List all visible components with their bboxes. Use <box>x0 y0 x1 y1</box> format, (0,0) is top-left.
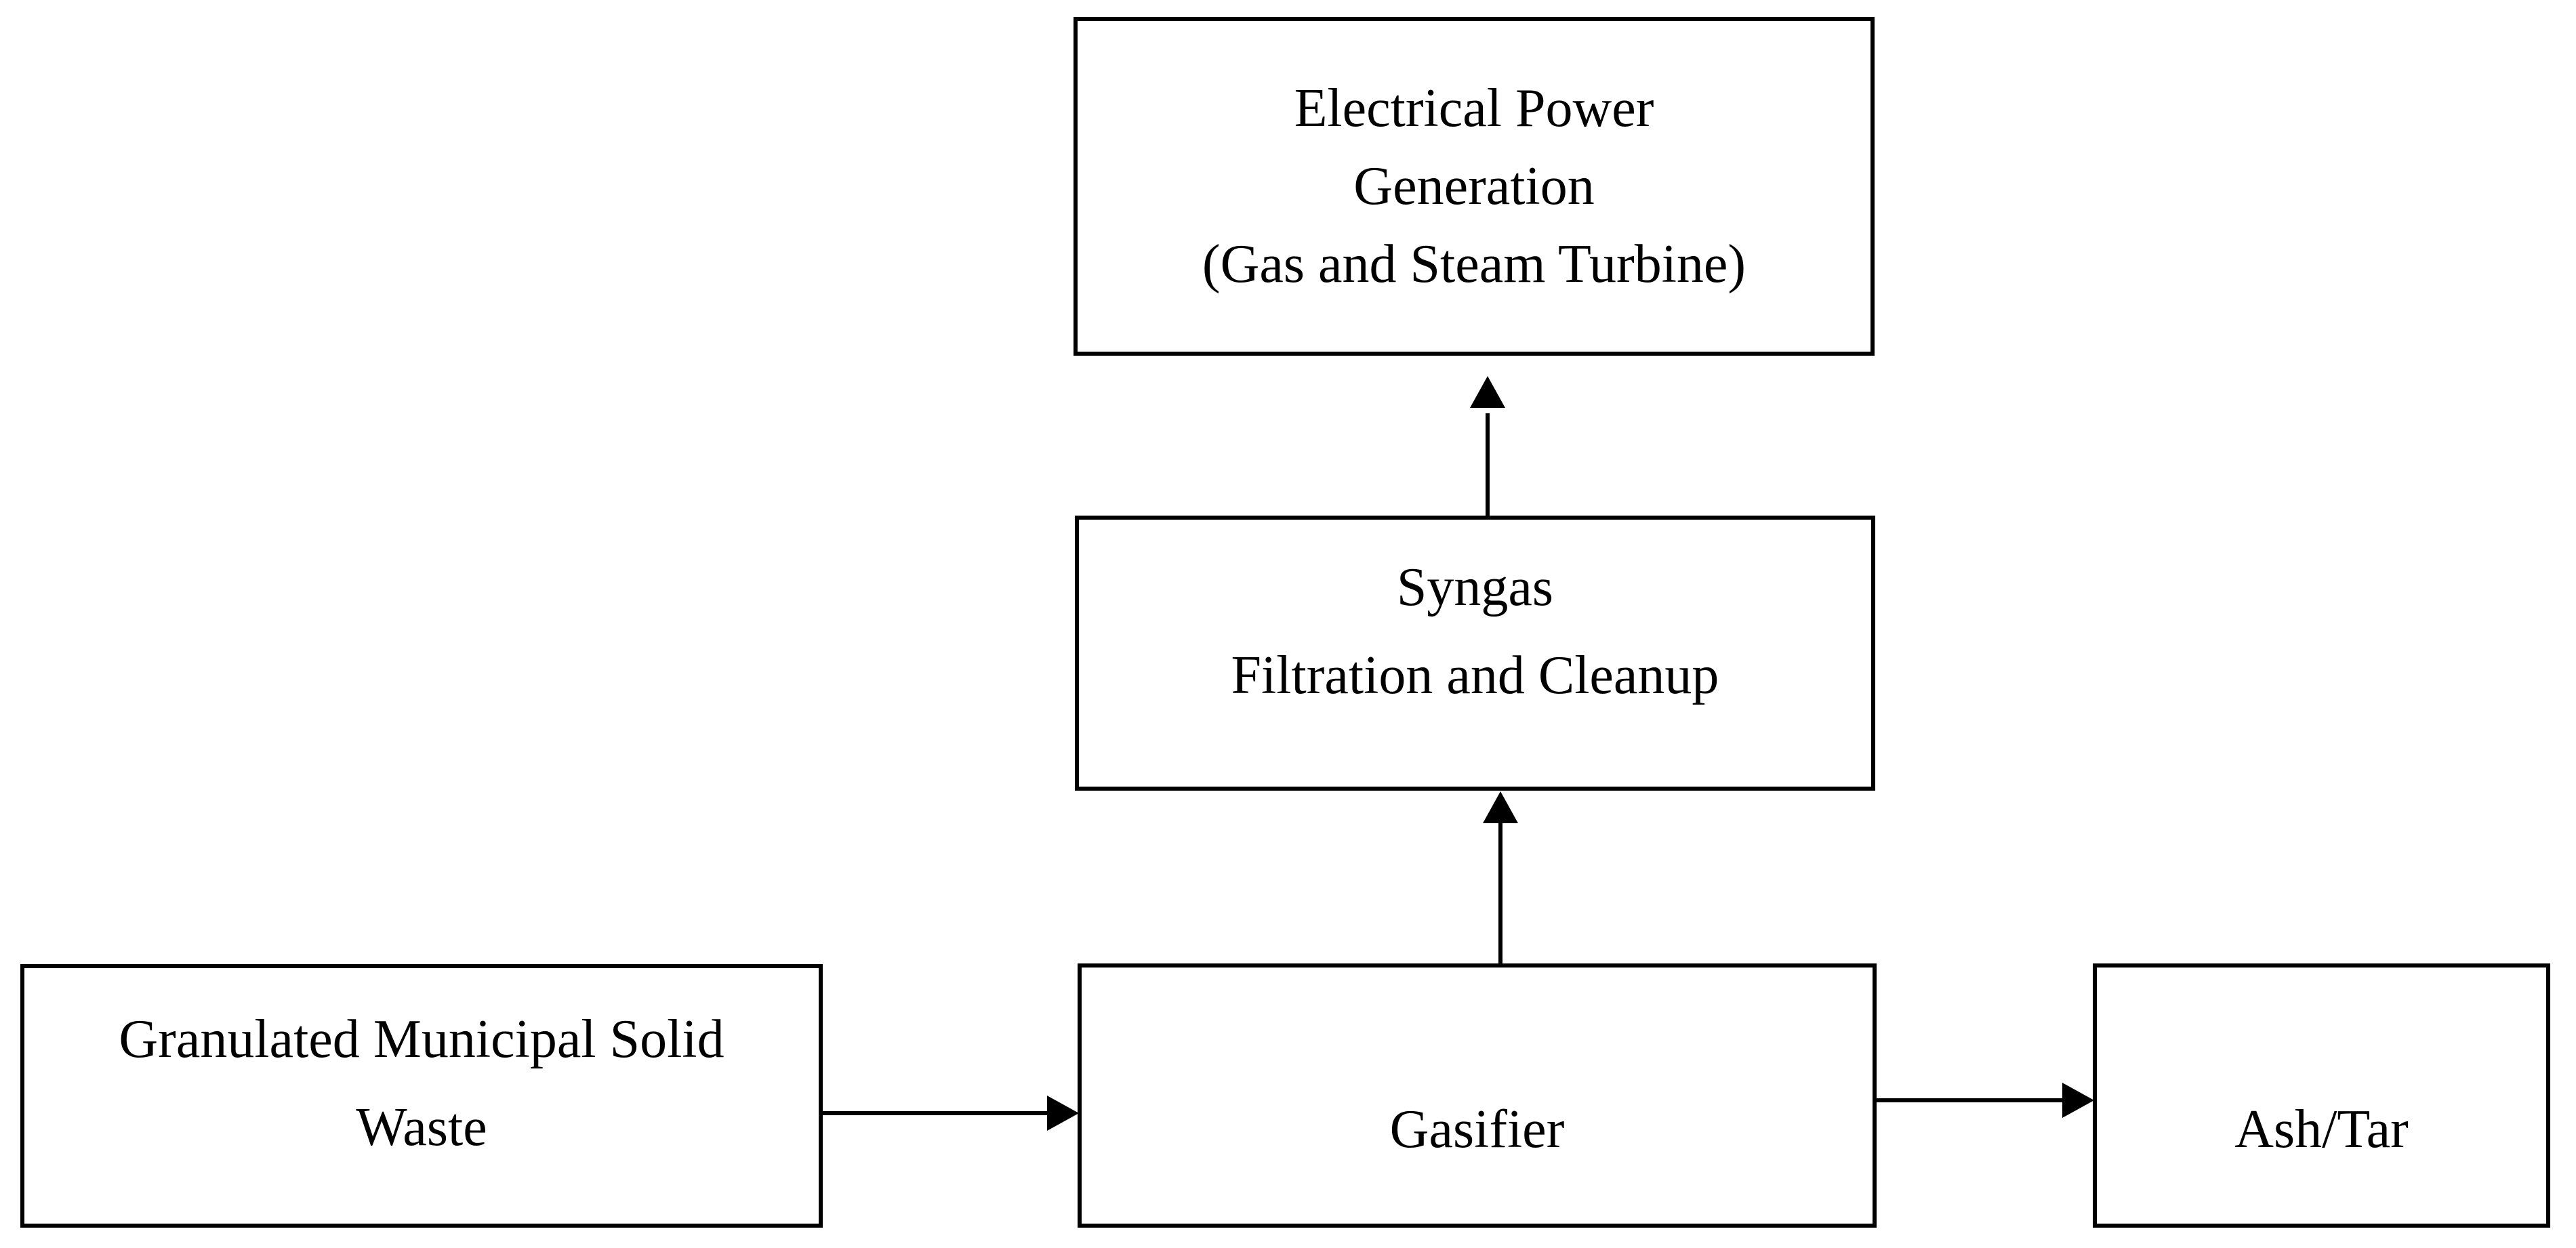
node-label-line: Granulated Municipal Solid <box>119 1010 724 1069</box>
arrow-shaft <box>1486 413 1490 516</box>
node-syngas-filtration-cleanup: Syngas Filtration and Cleanup <box>1075 516 1875 791</box>
node-label-line: Electrical Power <box>1294 78 1654 138</box>
arrow-shaft <box>1877 1098 2064 1102</box>
node-label-line: Ash/Tar <box>2234 1100 2409 1159</box>
node-granulated-municipal-solid-waste: Granulated Municipal Solid Waste <box>20 964 823 1228</box>
node-electrical-power-generation: Electrical Power Generation (Gas and Ste… <box>1074 17 1875 356</box>
node-label-line: (Gas and Steam Turbine) <box>1202 234 1746 294</box>
node-label-line: Syngas <box>1396 558 1554 617</box>
node-label-line: Filtration and Cleanup <box>1231 646 1719 705</box>
node-label-line: Generation <box>1353 156 1595 216</box>
node-label-line: Waste <box>356 1098 487 1157</box>
node-label-line: Gasifier <box>1389 1100 1565 1159</box>
node-gasifier: Gasifier <box>1078 963 1877 1228</box>
node-ash-tar: Ash/Tar <box>2093 963 2550 1228</box>
arrowhead-right-icon <box>1047 1096 1079 1131</box>
arrowhead-up-icon <box>1483 791 1518 823</box>
arrow-shaft <box>823 1111 1050 1115</box>
arrow-shaft <box>1498 823 1502 963</box>
arrowhead-right-icon <box>2062 1083 2094 1118</box>
arrowhead-up-icon <box>1470 376 1505 408</box>
